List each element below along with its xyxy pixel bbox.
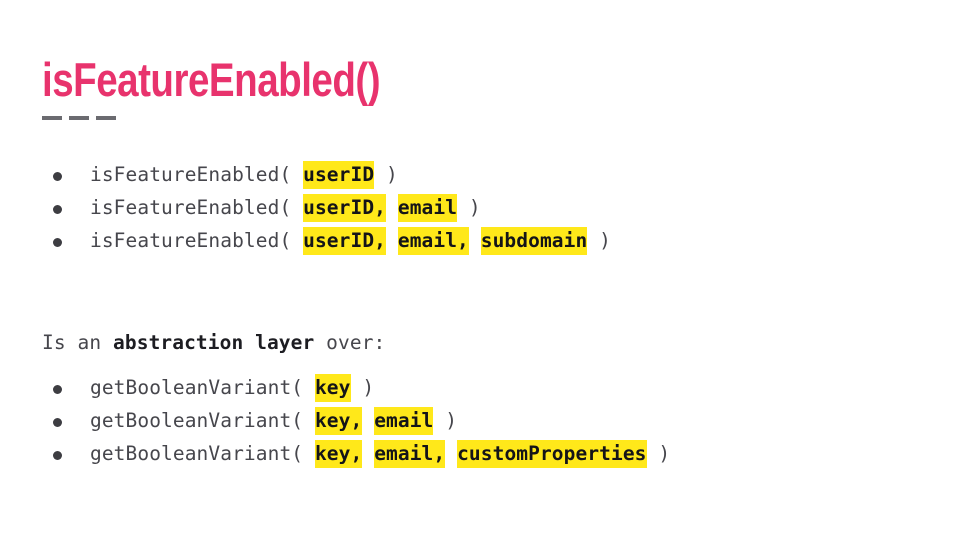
highlighted-parameter: email <box>397 194 458 222</box>
code-text-run: getBooleanVariant( <box>90 409 315 432</box>
code-text-run <box>469 229 481 252</box>
code-text-run: over: <box>314 331 386 354</box>
list-item: isFeatureEnabled( userID, email ) <box>42 194 611 228</box>
code-text-run <box>386 229 398 252</box>
getbooleanvariant-signature-list: getBooleanVariant( key )getBooleanVarian… <box>42 374 671 474</box>
highlighted-parameter: key <box>314 374 351 402</box>
emphasised-phrase: abstraction layer <box>113 331 315 354</box>
list-item: getBooleanVariant( key, email, customPro… <box>42 440 671 474</box>
highlighted-parameter: email, <box>374 440 446 468</box>
highlighted-parameter: key, <box>314 440 363 468</box>
code-text-run <box>362 409 374 432</box>
list-item: isFeatureEnabled( userID ) <box>42 161 611 195</box>
divider-dash-1 <box>42 116 62 120</box>
code-text-run: isFeatureEnabled( <box>90 163 304 186</box>
code-text-run: getBooleanVariant( <box>90 376 315 399</box>
code-signature: isFeatureEnabled( userID, email ) <box>90 194 481 222</box>
list-item: isFeatureEnabled( userID, email, subdoma… <box>42 227 611 261</box>
isfeatureenabled-signature-list: isFeatureEnabled( userID )isFeatureEnabl… <box>42 161 611 261</box>
code-signature: isFeatureEnabled( userID ) <box>90 161 398 189</box>
highlighted-parameter: userID, <box>303 194 387 222</box>
highlighted-parameter: email <box>374 407 434 435</box>
code-text-run: ) <box>350 376 375 399</box>
list-item: getBooleanVariant( key ) <box>42 374 670 408</box>
highlighted-parameter: userID, <box>303 227 387 255</box>
code-text-run: ) <box>374 163 398 186</box>
code-text-run <box>386 196 398 219</box>
divider-dash-3 <box>96 116 116 120</box>
code-signature: isFeatureEnabled( userID, email, subdoma… <box>90 227 611 255</box>
code-signature: getBooleanVariant( key, email ) <box>90 407 458 435</box>
code-text-run: Is an <box>42 331 114 354</box>
code-text-run <box>445 442 457 465</box>
highlighted-parameter: customProperties <box>457 440 647 468</box>
code-signature: getBooleanVariant( key, email, customPro… <box>90 440 671 468</box>
code-text-run: ) <box>646 442 671 465</box>
highlighted-parameter: userID <box>303 161 375 189</box>
abstraction-layer-statement: Is an abstraction layer over: <box>42 330 385 356</box>
highlighted-parameter: subdomain <box>480 227 588 255</box>
code-text-run <box>362 442 374 465</box>
highlighted-parameter: email, <box>397 227 469 255</box>
page-title: isFeatureEnabled() <box>42 53 381 106</box>
code-text-run: isFeatureEnabled( <box>90 196 304 219</box>
code-text-run: isFeatureEnabled( <box>90 229 304 252</box>
list-item: getBooleanVariant( key, email ) <box>42 407 670 441</box>
code-text-run: ) <box>587 229 611 252</box>
code-text-run: getBooleanVariant( <box>90 442 315 465</box>
code-text-run: ) <box>433 409 458 432</box>
divider-dash-2 <box>69 116 89 120</box>
highlighted-parameter: key, <box>314 407 363 435</box>
code-signature: getBooleanVariant( key ) <box>90 374 375 402</box>
divider <box>42 116 116 120</box>
code-text-run: ) <box>457 196 481 219</box>
